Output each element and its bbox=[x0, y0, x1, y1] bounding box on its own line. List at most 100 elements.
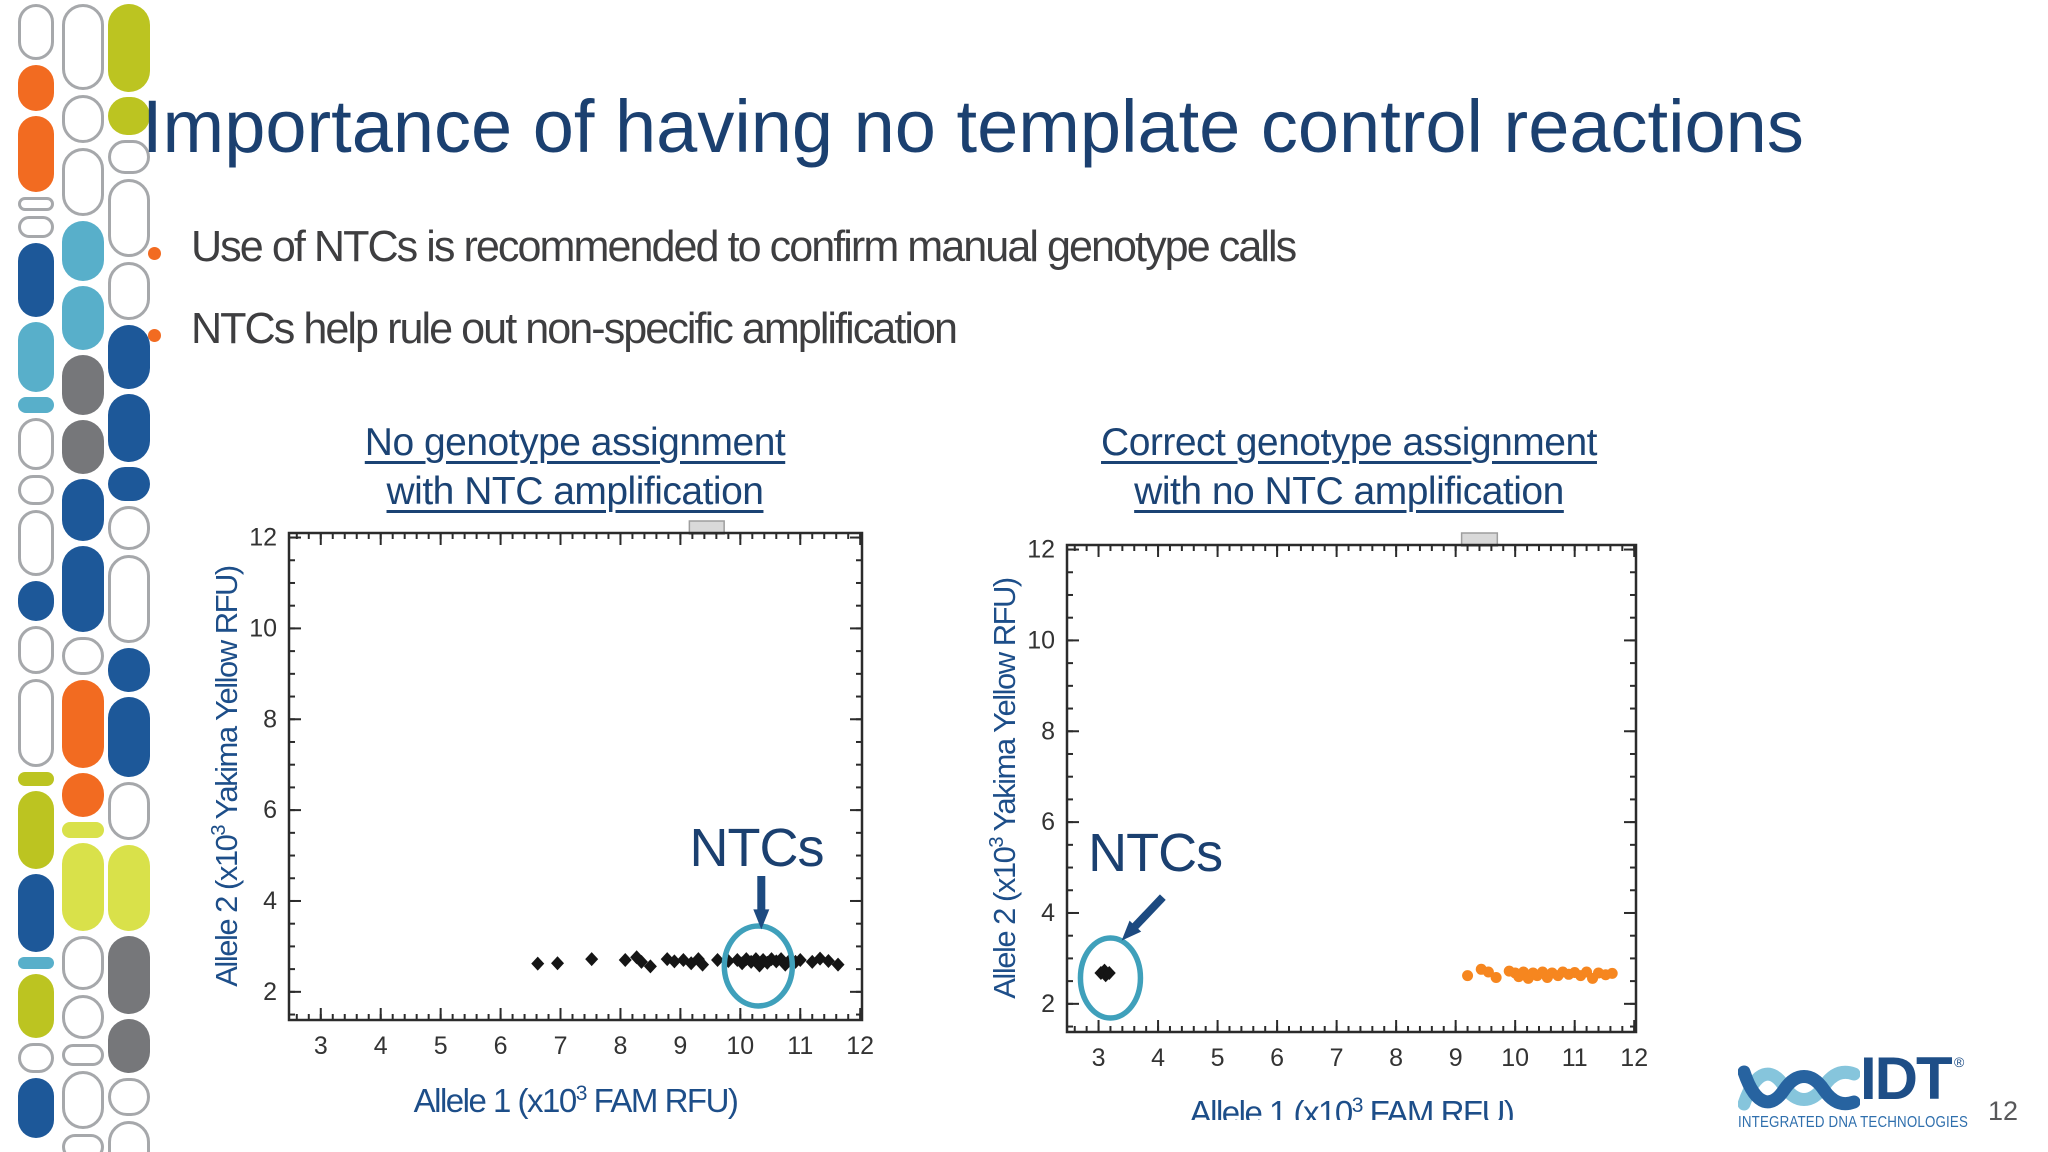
chromosome-segment bbox=[108, 936, 150, 1014]
series-diamond bbox=[531, 950, 845, 974]
ntc-circle bbox=[721, 923, 796, 1009]
chromosome-segment bbox=[18, 772, 54, 786]
chromosome-segment bbox=[18, 197, 54, 211]
ntcs-label: NTCs bbox=[690, 818, 824, 878]
y-tick-label: 2 bbox=[263, 978, 277, 1006]
data-point-circle bbox=[1482, 966, 1494, 978]
chromosome-segment bbox=[18, 626, 54, 674]
y-tick-label: 10 bbox=[1027, 626, 1055, 654]
series-circle bbox=[1462, 963, 1618, 984]
chromosome-segment bbox=[62, 420, 104, 474]
chromosome-segment bbox=[108, 325, 150, 389]
x-tick-label: 11 bbox=[1562, 1044, 1588, 1072]
chromosome-segment bbox=[108, 1121, 150, 1152]
chromosome-segment bbox=[18, 322, 54, 392]
data-point-diamond bbox=[618, 953, 632, 968]
y-axis-label: Allele 2 (x103 Yakima Yellow RFU) bbox=[208, 566, 244, 987]
chromosome-segment bbox=[18, 1078, 54, 1138]
chromosome-segment bbox=[62, 822, 104, 838]
chromosome-segment bbox=[108, 179, 150, 257]
chromosome-segment bbox=[18, 874, 54, 952]
chromosome-segment bbox=[62, 773, 104, 817]
chromosome-segment bbox=[62, 355, 104, 415]
chromosome-segment bbox=[18, 418, 54, 470]
x-axis-label: Allele 1 (x103 FAM RFU) bbox=[414, 1082, 738, 1119]
chromosome-segment bbox=[18, 475, 54, 505]
chromosome-segment bbox=[108, 697, 150, 777]
chromosome-segment bbox=[18, 791, 54, 869]
chromosome-segment bbox=[108, 555, 150, 643]
x-tick-label: 5 bbox=[1211, 1044, 1225, 1072]
ntc-arrowhead bbox=[1121, 920, 1142, 941]
page-number: 12 bbox=[1988, 1096, 2019, 1126]
data-point-diamond bbox=[551, 956, 565, 971]
plot-frame bbox=[287, 531, 864, 1022]
x-tick-label: 5 bbox=[434, 1032, 448, 1060]
x-tick-label: 4 bbox=[1151, 1044, 1165, 1072]
idt-logo: IDT ® INTEGRATED DNA TECHNOLOGIES bbox=[1738, 1045, 1978, 1140]
x-tick-label: 4 bbox=[374, 1032, 388, 1060]
chromosome-segment bbox=[108, 506, 150, 550]
chromosome-segment bbox=[18, 397, 54, 413]
data-point-diamond bbox=[696, 957, 710, 972]
chromosome-segment bbox=[18, 4, 54, 60]
ntc-circle bbox=[1077, 935, 1144, 1021]
y-axis-label: Allele 2 (x103 Yakima Yellow RFU) bbox=[986, 578, 1022, 999]
data-point-circle bbox=[1606, 967, 1618, 979]
chromosome-segment bbox=[62, 1071, 104, 1129]
x-tick-label: 7 bbox=[554, 1032, 568, 1060]
chromosome-segment bbox=[108, 97, 150, 135]
chromosome-segment bbox=[62, 286, 104, 350]
chromosome-segment bbox=[18, 116, 54, 192]
ntc-annotation: NTCs bbox=[690, 818, 825, 1009]
chromosome-segment bbox=[62, 1044, 104, 1066]
axis-ticks bbox=[1067, 545, 1636, 1032]
data-point-diamond bbox=[585, 952, 599, 967]
y-tick-label: 6 bbox=[263, 796, 277, 824]
chromosome-segment bbox=[108, 394, 150, 462]
chromosome-segment bbox=[18, 65, 54, 111]
chromosome-segment bbox=[108, 4, 150, 92]
idt-tagline: INTEGRATED DNA TECHNOLOGIES bbox=[1738, 1114, 1969, 1131]
right-chart-title-line1: Correct genotype assignment bbox=[1101, 421, 1597, 464]
idt-logo-text: IDT bbox=[1860, 1045, 1953, 1112]
ntcs-label: NTCs bbox=[1088, 823, 1222, 883]
chromosome-segment bbox=[62, 637, 104, 675]
bullet-text: NTCs help rule out non-specific amplific… bbox=[191, 304, 958, 353]
x-tick-label: 11 bbox=[787, 1032, 813, 1060]
chromosome-segment bbox=[108, 648, 150, 692]
x-axis-label: Allele 1 (x103 FAM RFU) bbox=[1190, 1094, 1514, 1120]
data-point-diamond bbox=[711, 953, 725, 968]
registered-mark: ® bbox=[1954, 1054, 1965, 1070]
x-tick-label: 6 bbox=[494, 1032, 508, 1060]
bullet-dot-icon bbox=[148, 329, 161, 342]
x-tick-label: 9 bbox=[673, 1032, 687, 1060]
chromosome-segment bbox=[18, 510, 54, 576]
chromosome-segment bbox=[108, 845, 150, 931]
page-title: Importance of having no template control… bbox=[142, 85, 1804, 168]
series-diamond bbox=[1094, 963, 1116, 983]
chromosome-segment bbox=[18, 243, 54, 317]
chromosome-segment bbox=[18, 974, 54, 1038]
x-tick-label: 8 bbox=[613, 1032, 627, 1060]
chromosome-segment bbox=[62, 843, 104, 931]
chromosome-segment bbox=[108, 1019, 150, 1073]
chromosome-column bbox=[62, 4, 104, 1152]
bullet-text: Use of NTCs is recommended to confirm ma… bbox=[191, 222, 1297, 271]
chromosome-segment bbox=[108, 782, 150, 840]
x-tick-label: 12 bbox=[846, 1032, 874, 1060]
x-tick-label: 10 bbox=[1501, 1044, 1529, 1072]
chromosome-segment bbox=[62, 148, 104, 216]
chromosome-sidebar-decoration bbox=[0, 0, 158, 1152]
bullet-item: NTCs help rule out non-specific amplific… bbox=[142, 304, 1318, 386]
x-tick-label: 3 bbox=[314, 1032, 328, 1060]
x-tick-label: 8 bbox=[1389, 1044, 1403, 1072]
x-tick-label: 7 bbox=[1330, 1044, 1344, 1072]
axis-ticks bbox=[289, 533, 862, 1020]
chromosome-column bbox=[18, 4, 54, 1138]
chromosome-column bbox=[108, 4, 150, 1152]
data-point-diamond bbox=[831, 957, 845, 972]
left-chart-title-line2: with NTC amplification bbox=[386, 470, 764, 513]
